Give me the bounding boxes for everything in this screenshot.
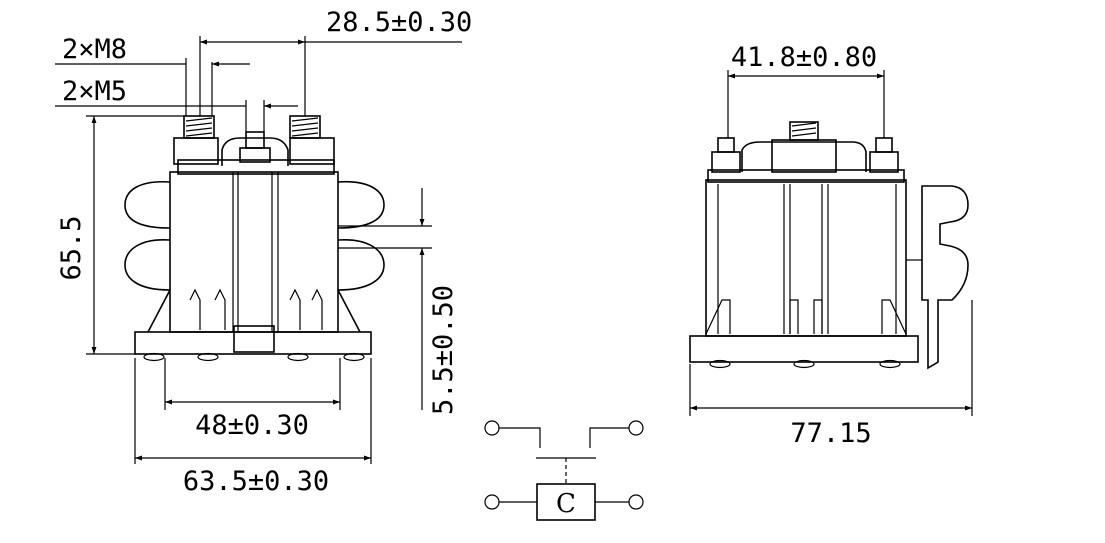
mount-thickness-label: 5.5±0.50 (428, 285, 459, 415)
schematic-symbol: C (484, 420, 644, 521)
coil-label: C (556, 489, 576, 519)
overall-length-label: 77.15 (790, 418, 871, 449)
base-width-label: 63.5±0.30 (183, 466, 329, 497)
height-label: 65.5 (56, 215, 87, 280)
side-terminal-spacing-label: 41.8±0.80 (731, 42, 877, 73)
m8-label: 2×M8 (62, 34, 127, 65)
hole-spacing-label: 48±0.30 (195, 410, 309, 441)
terminal-spacing-label: 28.5±0.30 (326, 7, 472, 38)
m5-label: 2×M5 (62, 76, 127, 107)
side-view: 41.8±0.80 77.15 (689, 42, 973, 449)
front-view: 2×M8 2×M5 28.5±0.30 65.5 5.5±0.50 48±0.3… (55, 7, 472, 497)
